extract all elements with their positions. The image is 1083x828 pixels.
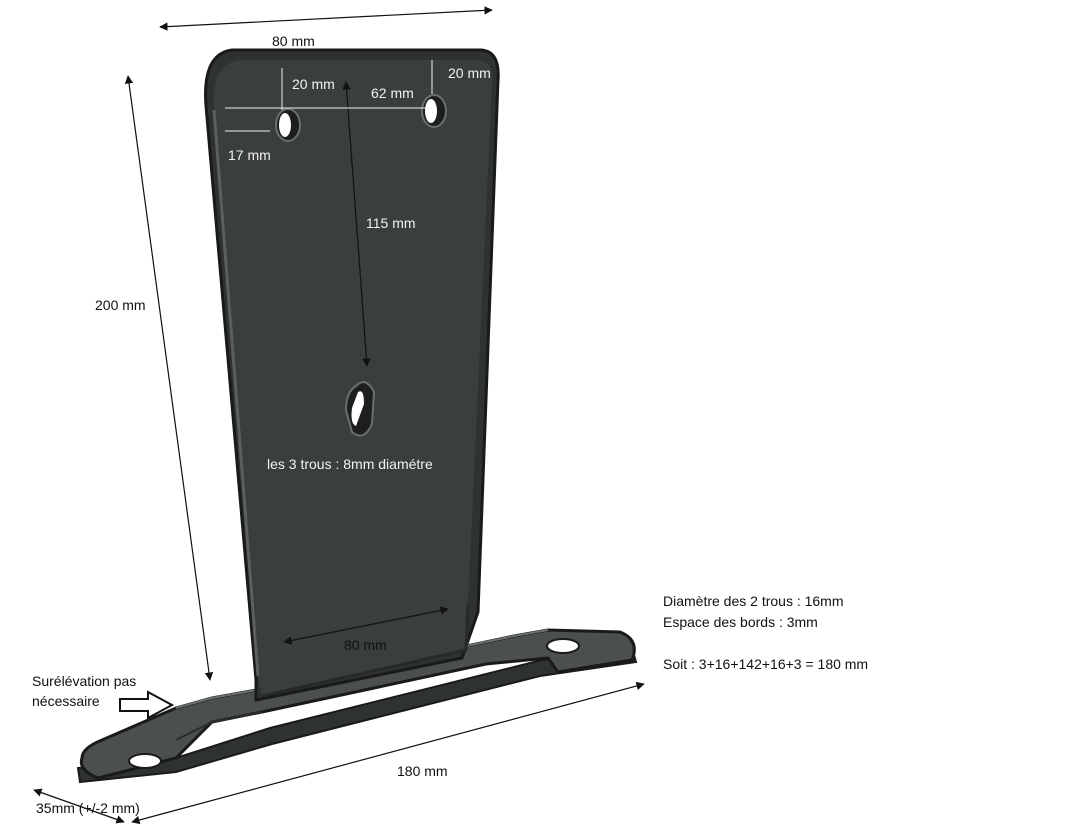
top-width-dimension-line (159, 6, 493, 31)
left-hole-from-top-label: 20 mm (292, 76, 335, 92)
top-left-hole-inner (279, 113, 291, 137)
right-large-hole (546, 638, 580, 654)
large-holes-diameter-note: Diamètre des 2 trous : 16mm (663, 593, 844, 609)
outline-right-arrow-icon (119, 690, 175, 720)
right-hole-from-top-label: 20 mm (448, 65, 491, 81)
base-width-label: 35mm (+/-2 mm) (36, 800, 140, 816)
bottom-width-label: 80 mm (344, 637, 387, 653)
edge-spacing-note: Espace des bords : 3mm (663, 614, 818, 630)
hole-to-keyhole-dimension-line (342, 81, 371, 367)
raise-note-line2: nécessaire (32, 693, 100, 709)
hole-spacing-label: 62 mm (371, 85, 414, 101)
base-width-dimension-line (33, 788, 125, 824)
height-dimension-line (124, 75, 214, 681)
small-holes-note: les 3 trous : 8mm diamétre (267, 456, 433, 472)
bottom-width-dimension-line (283, 606, 449, 645)
left-hole-from-side-label: 17 mm (228, 147, 271, 163)
dimension-lines-outside (33, 6, 645, 825)
keyhole-slot-inner (351, 391, 364, 426)
hole-to-keyhole-label: 115 mm (366, 215, 416, 231)
raise-note-line1: Surélévation pas (32, 673, 137, 689)
dimension-lines-on-part (225, 60, 449, 645)
base-length-label: 180 mm (397, 763, 448, 779)
top-width-label: 80 mm (272, 33, 315, 49)
vertical-plate (204, 48, 500, 702)
left-large-hole (128, 753, 162, 769)
base-length-dimension-line (131, 681, 645, 825)
top-right-hole-inner (425, 99, 437, 123)
total-calculation-note: Soit : 3+16+142+16+3 = 180 mm (663, 656, 869, 672)
total-height-label: 200 mm (95, 297, 146, 313)
